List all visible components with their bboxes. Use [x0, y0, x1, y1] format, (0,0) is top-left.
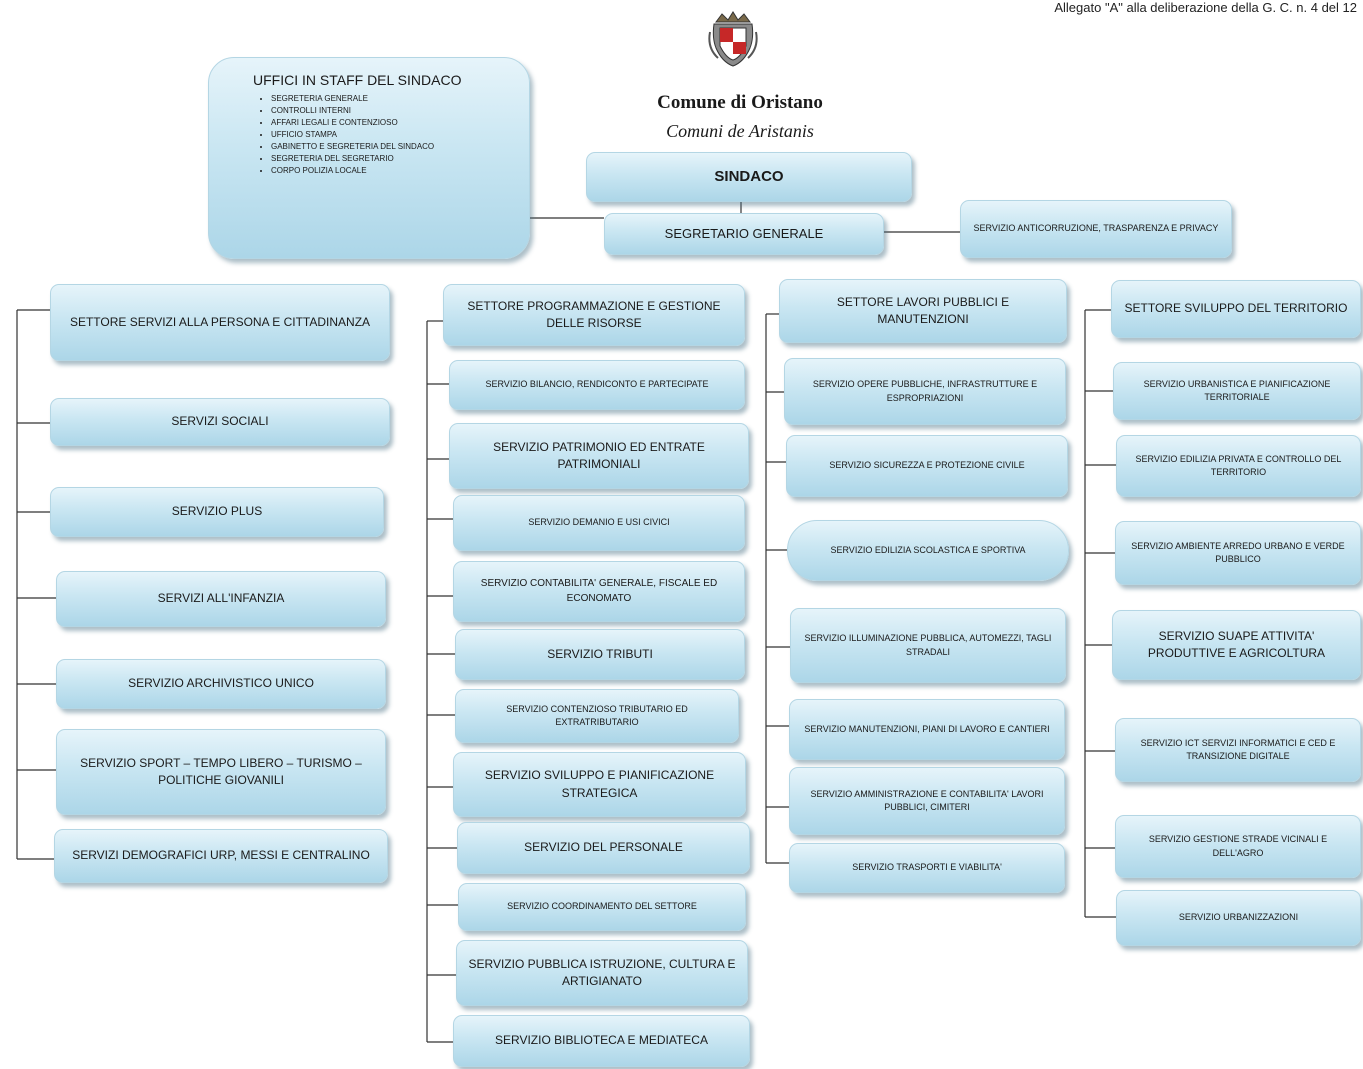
document-header-note: Allegato "A" alla deliberazione della G.… [1054, 0, 1357, 15]
servizio-box: SERVIZIO SUAPE ATTIVITA' PRODUTTIVE E AG… [1112, 610, 1361, 680]
servizio-box: SERVIZIO BILANCIO, RENDICONTO E PARTECIP… [449, 360, 745, 410]
servizio-box: SERVIZIO AMBIENTE ARREDO URBANO E VERDE … [1115, 521, 1361, 585]
settore-header: SETTORE SVILUPPO DEL TERRITORIO [1111, 280, 1361, 338]
staff-title: UFFICI IN STAFF DEL SINDACO [253, 72, 462, 88]
servizio-box: SERVIZIO MANUTENZIONI, PIANI DI LAVORO E… [789, 699, 1065, 760]
settore-header: SETTORE SERVIZI ALLA PERSONA E CITTADINA… [50, 284, 390, 361]
staff-box: UFFICI IN STAFF DEL SINDACO SEGRETERIA G… [208, 57, 530, 259]
segretario-box: SEGRETARIO GENERALE [604, 213, 884, 255]
staff-item: CORPO POLIZIA LOCALE [271, 165, 519, 177]
servizio-box: SERVIZIO SPORT – TEMPO LIBERO – TURISMO … [56, 729, 386, 815]
servizio-box: SERVIZIO PUBBLICA ISTRUZIONE, CULTURA E … [456, 940, 748, 1006]
sindaco-box: SINDACO [586, 152, 912, 202]
servizio-box: SERVIZIO ARCHIVISTICO UNICO [56, 659, 386, 709]
servizio-box: SERVIZIO DEMANIO E USI CIVICI [453, 495, 745, 551]
servizio-box: SERVIZIO OPERE PUBBLICHE, INFRASTRUTTURE… [784, 358, 1066, 425]
staff-item: SEGRETERIA GENERALE [271, 93, 519, 105]
servizio-box: SERVIZIO SICUREZZA E PROTEZIONE CIVILE [786, 435, 1068, 497]
settore-header: SETTORE LAVORI PUBBLICI E MANUTENZIONI [779, 279, 1067, 343]
servizio-box: SERVIZIO URBANIZZAZIONI [1116, 890, 1361, 946]
coat-of-arms-icon [708, 11, 758, 67]
servizio-box: SERVIZIO ILLUMINAZIONE PUBBLICA, AUTOMEZ… [790, 608, 1066, 683]
servizio-box: SERVIZI SOCIALI [50, 398, 390, 446]
anticorruzione-box: SERVIZIO ANTICORRUZIONE, TRASPARENZA E P… [960, 200, 1232, 258]
servizio-box: SERVIZIO TRIBUTI [455, 629, 745, 680]
servizio-box: SERVIZIO SVILUPPO E PIANIFICAZIONE STRAT… [453, 752, 746, 817]
settore-header: SETTORE PROGRAMMAZIONE E GESTIONE DELLE … [443, 284, 745, 346]
servizio-box: SERVIZIO AMMINISTRAZIONE E CONTABILITA' … [789, 767, 1065, 835]
logo-name-sardinian: Comuni de Aristanis [666, 121, 814, 141]
servizio-box: SERVIZIO EDILIZIA SCOLASTICA E SPORTIVA [787, 520, 1069, 581]
staff-item: AFFARI LEGALI E CONTENZIOSO [271, 117, 519, 129]
staff-item: SEGRETERIA DEL SEGRETARIO [271, 153, 519, 165]
servizio-box: SERVIZIO CONTENZIOSO TRIBUTARIO ED EXTRA… [455, 689, 739, 743]
servizio-box: SERVIZIO PATRIMONIO ED ENTRATE PATRIMONI… [449, 423, 749, 489]
servizio-box: SERVIZI ALL'INFANZIA [56, 571, 386, 627]
staff-item: GABINETTO E SEGRETERIA DEL SINDACO [271, 141, 519, 153]
servizio-box: SERVIZI DEMOGRAFICI URP, MESSI E CENTRAL… [54, 829, 388, 883]
servizio-box: SERVIZIO DEL PERSONALE [457, 822, 750, 874]
staff-item: CONTROLLI INTERNI [271, 105, 519, 117]
servizio-box: SERVIZIO CONTABILITA' GENERALE, FISCALE … [453, 561, 745, 622]
servizio-box: SERVIZIO URBANISTICA E PIANIFICAZIONE TE… [1113, 362, 1361, 420]
servizio-box: SERVIZIO TRASPORTI E VIABILITA' [789, 843, 1065, 893]
servizio-box: SERVIZIO ICT SERVIZI INFORMATICI E CED E… [1115, 718, 1361, 782]
servizio-box: SERVIZIO EDILIZIA PRIVATA E CONTROLLO DE… [1116, 435, 1361, 497]
servizio-box: SERVIZIO PLUS [50, 487, 384, 537]
staff-item: UFFICIO STAMPA [271, 129, 519, 141]
servizio-box: SERVIZIO BIBLIOTECA E MEDIATECA [453, 1015, 750, 1067]
servizio-box: SERVIZIO COORDINAMENTO DEL SETTORE [458, 883, 746, 931]
logo-name: Comune di Oristano [657, 92, 823, 113]
servizio-box: SERVIZIO GESTIONE STRADE VICINALI E DELL… [1115, 815, 1361, 878]
